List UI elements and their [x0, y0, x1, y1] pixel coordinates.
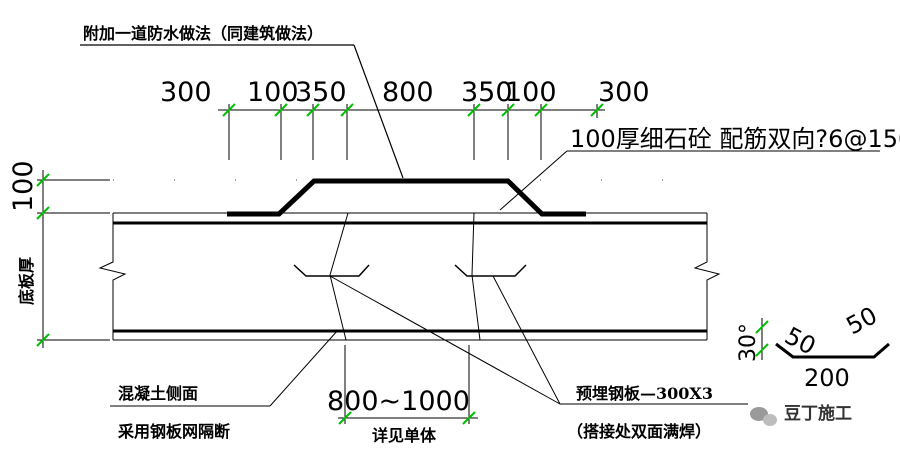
left-note-2: 采用钢板网隔断 [117, 422, 230, 441]
top-dim-4: 800 [382, 77, 434, 108]
embedded-steel-plates [293, 264, 527, 277]
concrete-side-lines [329, 212, 481, 341]
fine-stone-leader [499, 150, 568, 211]
top-dim-6: 100 [505, 77, 557, 108]
top-dim-1: 300 [160, 77, 212, 108]
angle-label: 30° [736, 323, 761, 362]
brand-watermark: 豆丁施工 [750, 403, 852, 426]
plate-profile [775, 342, 890, 359]
top-dim-7: 300 [598, 77, 650, 108]
bottom-dimension [338, 345, 478, 425]
angle-dimension [755, 318, 769, 360]
brand-text: 豆丁施工 [784, 403, 852, 424]
top-dim-3: 350 [295, 77, 347, 108]
right-note-2: （搭接处双面满焊） [567, 422, 711, 441]
slab-section [98, 212, 721, 341]
left-dimension [36, 170, 110, 348]
plate-dim-2: 50 [842, 301, 882, 340]
top-dimension-labels: 300 100 350 800 350 100 300 [160, 77, 650, 108]
bottom-dim: 800~1000 [327, 386, 470, 417]
plate-leaders [110, 275, 748, 407]
additional-waterproof-layer [227, 178, 586, 217]
top-dimension-line [218, 104, 605, 160]
detail-note: 详见单体 [372, 426, 437, 445]
top-dim-2: 100 [247, 77, 299, 108]
left-note-1: 混凝土侧面 [118, 384, 198, 403]
slab-thickness-label: 底板厚 [17, 257, 36, 305]
top-note: 附加一道防水做法（同建筑做法） [83, 24, 323, 43]
right-note-1: 预埋钢板—300X3 [576, 384, 713, 403]
fine-stone-note: 100厚细石砼 配筋双向?6@150 [570, 125, 900, 153]
top-dim-5: 350 [461, 77, 513, 108]
plate-dim-3: 200 [804, 364, 850, 392]
plate-dim-1: 50 [780, 322, 820, 361]
top-note-leader [353, 44, 404, 179]
left-dim-100: 100 [8, 160, 39, 212]
wechat-icon [750, 407, 777, 426]
top-dimension-ticks [222, 103, 604, 117]
